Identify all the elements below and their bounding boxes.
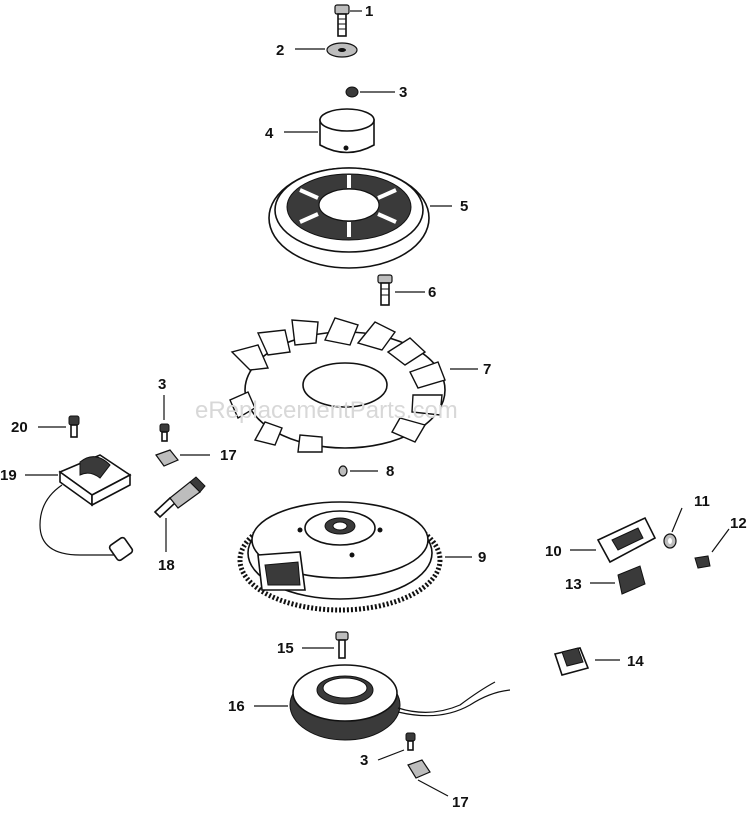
part-ignition-module-19 — [39, 454, 134, 562]
callout-3-mid: 3 — [158, 376, 166, 393]
callout-14: 14 — [627, 653, 644, 670]
part-clip-17-mid — [155, 449, 179, 467]
part-fan-7 — [229, 317, 446, 453]
callout-6: 6 — [428, 284, 436, 301]
callout-12: 12 — [730, 515, 747, 532]
part-washer-11 — [663, 533, 677, 549]
callout-2: 2 — [276, 42, 284, 59]
part-screw-12 — [694, 555, 711, 569]
callout-7: 7 — [483, 361, 491, 378]
part-spark-plug-18 — [153, 476, 206, 519]
part-screw-20 — [68, 415, 80, 438]
callout-10: 10 — [545, 543, 562, 560]
watermark-text: eReplacementParts.com — [195, 397, 458, 424]
callout-16: 16 — [228, 698, 245, 715]
callout-5: 5 — [460, 198, 468, 215]
callout-19: 19 — [0, 467, 17, 484]
callout-1: 1 — [365, 3, 373, 20]
callout-3-bottom: 3 — [360, 752, 368, 769]
callout-numbers: 1 2 3 4 5 6 7 3 20 17 19 8 11 12 10 9 18… — [0, 3, 747, 811]
part-clip-17-bottom — [407, 759, 431, 779]
callout-8: 8 — [386, 463, 394, 480]
part-key-8 — [338, 465, 348, 477]
part-screw-15 — [335, 631, 349, 659]
callout-20: 20 — [11, 419, 28, 436]
part-screw-3-mid — [159, 423, 170, 442]
callout-4: 4 — [265, 125, 274, 142]
callout-17-mid: 17 — [220, 447, 237, 464]
part-screw-3-bottom — [405, 732, 416, 751]
part-screw-3-top — [345, 86, 359, 98]
callout-11: 11 — [694, 493, 710, 510]
callout-3-top: 3 — [399, 84, 407, 101]
callout-17-bottom: 17 — [452, 794, 469, 811]
part-washer-2 — [326, 42, 358, 58]
callout-18: 18 — [158, 557, 175, 574]
part-bolt-6 — [377, 274, 393, 306]
leader-lines — [25, 10, 730, 797]
callout-13: 13 — [565, 576, 582, 593]
part-connector-14 — [553, 647, 590, 676]
part-stator-16 — [289, 664, 511, 741]
callout-15: 15 — [277, 640, 294, 657]
part-bolt-1 — [334, 4, 350, 37]
callout-9: 9 — [478, 549, 486, 566]
part-sleeve-4 — [319, 108, 375, 154]
part-rectifier-10 — [596, 516, 657, 564]
part-flywheel-9 — [237, 501, 443, 613]
part-connector-13 — [617, 565, 646, 595]
part-grille-5 — [268, 167, 430, 269]
